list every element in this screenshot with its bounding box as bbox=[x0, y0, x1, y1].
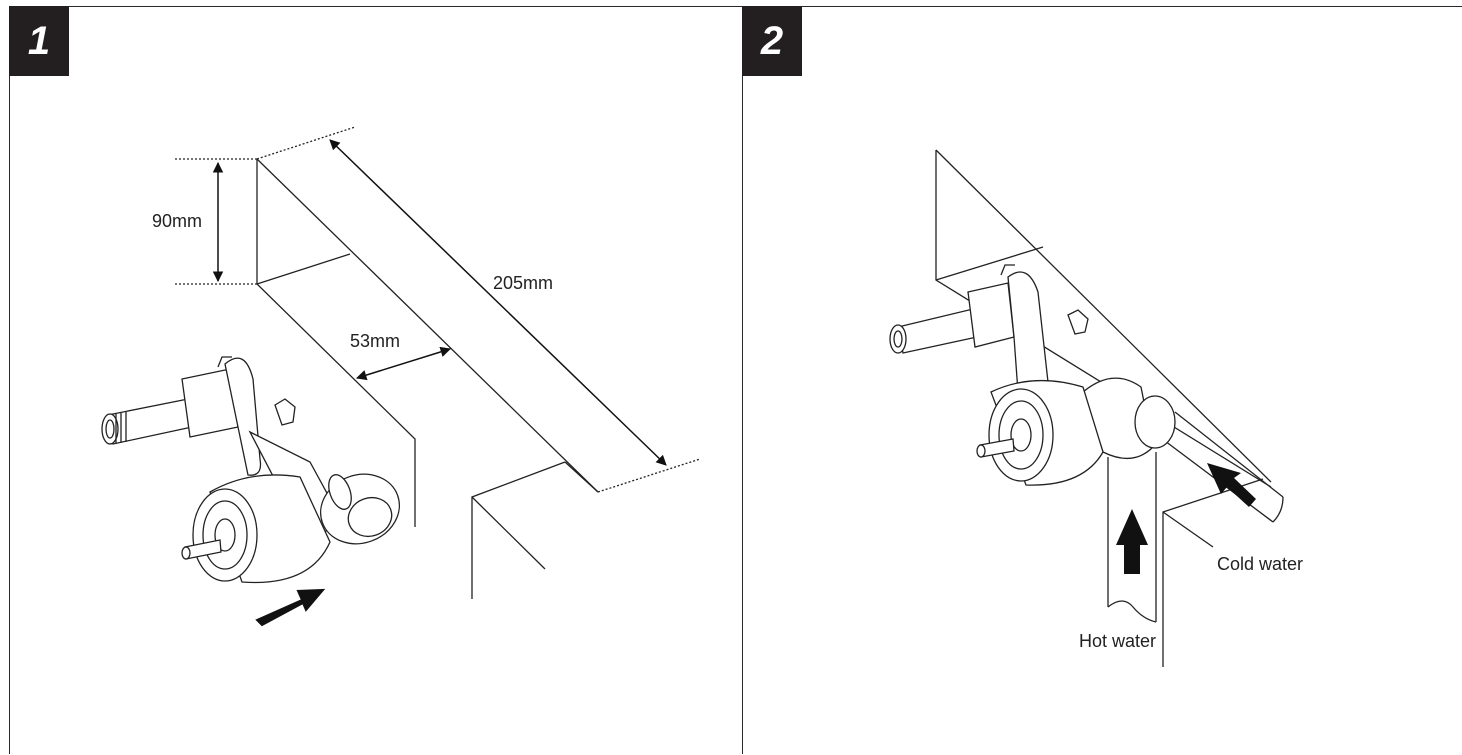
hot-water-label: Hot water bbox=[1079, 631, 1156, 651]
depth-label: 53mm bbox=[350, 331, 400, 351]
cold-water-pipe bbox=[1152, 431, 1274, 523]
height-label: 90mm bbox=[152, 211, 202, 231]
recess-top-edge bbox=[256, 158, 599, 493]
width-dimension-arrow bbox=[329, 139, 667, 466]
step-1-badge: 1 bbox=[9, 6, 69, 76]
step-2-badge: 2 bbox=[742, 6, 802, 76]
step-2-illustration: Cold water Hot water bbox=[889, 149, 1303, 667]
step-1-panel: 1 90mm 53mm 205mm bbox=[9, 6, 743, 754]
width-label: 205mm bbox=[493, 273, 553, 293]
cold-water-label: Cold water bbox=[1217, 554, 1303, 574]
step-1-illustration: 90mm 53mm 205mm bbox=[101, 126, 701, 627]
depth-dimension-arrow bbox=[355, 346, 452, 381]
mixing-valve-icon bbox=[889, 264, 1176, 486]
step-2-panel: 2 bbox=[742, 6, 1462, 754]
insert-direction-arrow bbox=[255, 588, 326, 627]
mixing-valve-icon bbox=[101, 356, 400, 584]
cold-flow-arrow bbox=[1207, 463, 1256, 507]
hot-flow-arrow bbox=[1116, 509, 1148, 574]
